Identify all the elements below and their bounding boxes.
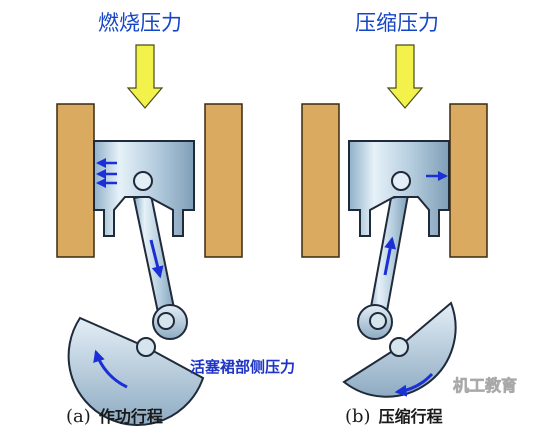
panel-b-compression-stroke: 压缩压力 (b) 压缩行程	[301, 11, 488, 427]
panel-a-title: 燃烧压力	[98, 11, 182, 35]
panel-b-cylinder-wall-left	[301, 103, 340, 258]
panel-a-cylinder-wall-right	[204, 103, 243, 258]
panel-a-power-stroke: 燃烧压力 (a) 作功行程	[56, 11, 243, 427]
panel-b-crank-rotation-arrow	[394, 372, 434, 397]
panel-b-crank-pin	[389, 337, 409, 357]
panel-a-caption-label: (a)	[66, 406, 91, 427]
panel-b-rod-pin	[369, 312, 387, 330]
panel-b-caption-text: 压缩行程	[379, 407, 443, 426]
panel-a-rod-pin	[157, 312, 175, 330]
panel-b-caption-label: (b)	[345, 406, 371, 427]
panel-b-rod-motion-arrow	[383, 236, 397, 276]
panel-b-cylinder-wall-right	[449, 103, 488, 258]
panel-a-crank-pin	[136, 337, 156, 357]
panel-a-rod-motion-arrow	[149, 239, 164, 279]
panel-b-title: 压缩压力	[355, 11, 439, 35]
panel-b-pressure-arrow	[386, 44, 424, 109]
panel-a-pressure-arrow	[126, 44, 164, 109]
watermark-text: 机工教育	[453, 376, 517, 395]
panel-a-crank-wheel	[67, 316, 205, 426]
panel-a-crank-rotation-arrow	[93, 349, 128, 389]
panel-b-caption: (b) 压缩行程	[345, 406, 443, 427]
panel-a-caption-text: 作功行程	[99, 407, 163, 426]
panel-a-piston-pin	[133, 171, 153, 191]
center-label: 活塞裙部侧压力	[190, 358, 295, 376]
panel-a-caption: (a) 作功行程	[66, 406, 163, 427]
panel-a-side-pressure-arrows	[96, 158, 117, 188]
panel-b-piston-pin	[391, 171, 411, 191]
panel-a-cylinder-wall-left	[56, 103, 95, 258]
